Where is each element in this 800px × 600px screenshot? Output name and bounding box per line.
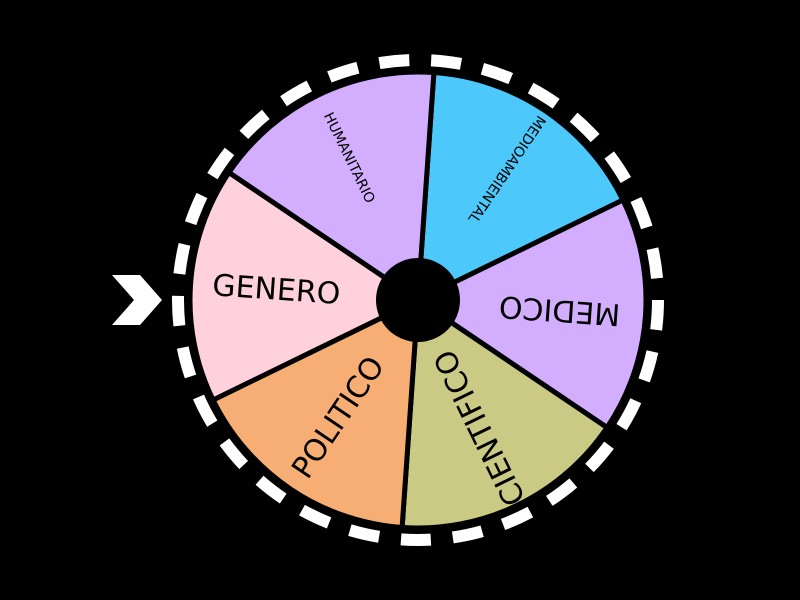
wheel-segment[interactable]	[413, 196, 649, 431]
wheel-segment[interactable]	[399, 295, 611, 531]
wheel-segment[interactable]	[225, 69, 437, 305]
wheel-segment[interactable]	[415, 69, 627, 305]
segment-label: MEDICO	[498, 288, 622, 331]
wheel-segment[interactable]	[187, 169, 423, 404]
wheel-hub[interactable]	[376, 258, 460, 342]
chevron-right-icon	[112, 275, 162, 325]
wheel-segment[interactable]	[209, 295, 421, 531]
wheel-segments[interactable]	[187, 69, 649, 531]
wheel-rim	[172, 54, 664, 546]
